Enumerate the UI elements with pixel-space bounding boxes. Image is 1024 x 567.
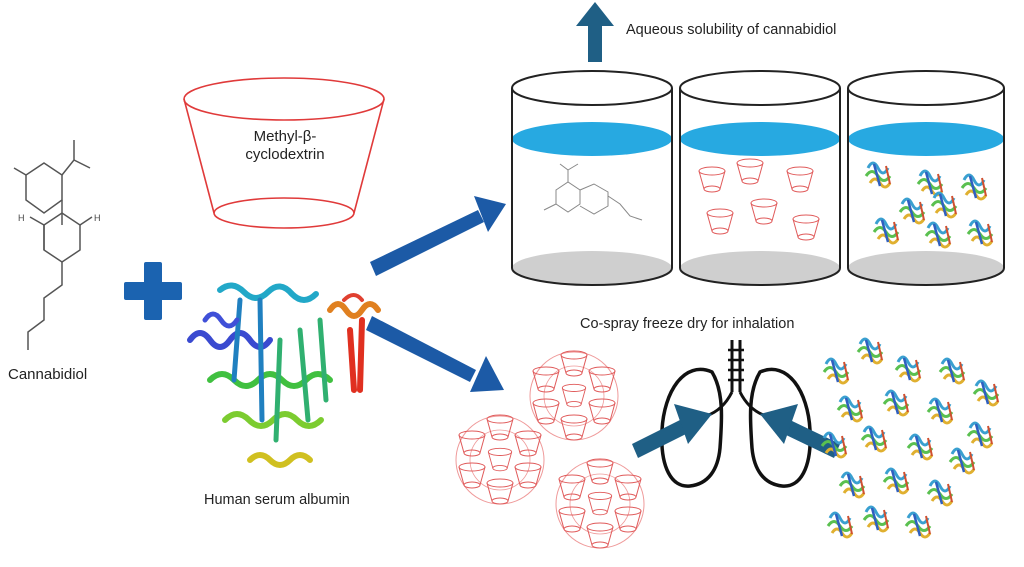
co-spray-label: Co-spray freeze dry for inhalation — [580, 316, 795, 332]
beaker-1 — [511, 70, 673, 286]
albumin-ribbon — [187, 282, 381, 468]
cyclodextrin-label: Methyl-β-cyclodextrin — [245, 128, 325, 163]
albumin-aggregates — [820, 337, 1000, 539]
arrow-to-spray — [366, 316, 504, 392]
inhale-arrow-left — [632, 404, 712, 458]
cannabidiol-structure — [13, 140, 93, 350]
cbd-oh-left-atom: H — [18, 213, 25, 223]
beaker-2 — [679, 70, 841, 286]
aqueous-solubility-label: Aqueous solubility of cannabidiol — [626, 22, 837, 38]
arrow-up-icon — [576, 2, 614, 62]
albumin-label: Human serum albumin — [204, 492, 350, 508]
plus-icon — [124, 262, 182, 320]
arrow-to-beakers — [370, 196, 506, 276]
cbd-oh-right-atom: H — [94, 213, 101, 223]
inhale-arrow-right — [760, 404, 840, 458]
beaker-3 — [847, 70, 1005, 286]
cannabidiol-label: Cannabidiol — [8, 366, 88, 383]
cyclodextrin-cone — [183, 77, 385, 229]
